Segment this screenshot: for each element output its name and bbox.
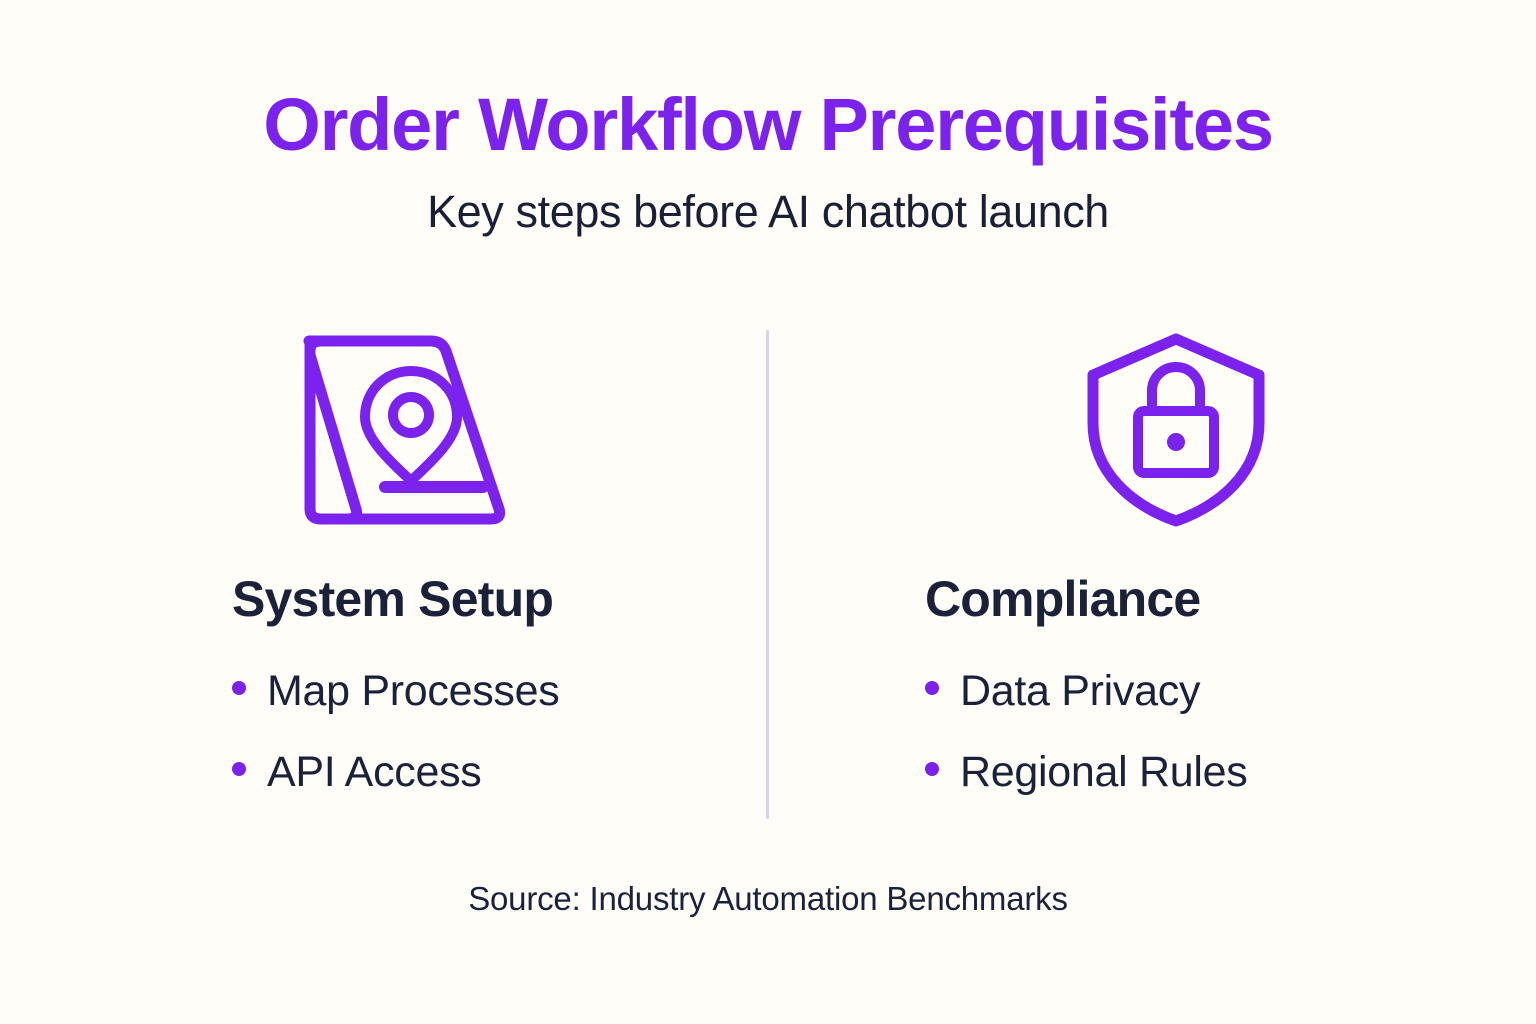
list-item: Map Processes (232, 667, 560, 715)
column-compliance: Compliance Data Privacy Regional Rules (768, 322, 1536, 794)
column-system-setup: System Setup Map Processes API Access (0, 322, 768, 794)
map-location-icon (303, 335, 505, 525)
column-divider (766, 330, 769, 819)
bullet-dot-icon (232, 762, 246, 776)
bullet-list: Data Privacy Regional Rules (925, 670, 1248, 796)
list-item-label: API Access (267, 748, 482, 796)
bullet-dot-icon (925, 762, 939, 776)
shield-lock-icon (1087, 333, 1265, 527)
source-attribution: Source: Industry Automation Benchmarks (468, 880, 1068, 917)
keyhole-dot-icon (1167, 433, 1185, 451)
list-item: Regional Rules (925, 748, 1248, 796)
column-heading: System Setup (232, 571, 554, 627)
list-item: API Access (232, 751, 559, 794)
shield-lock-icon-wrap (768, 322, 1536, 532)
page-subtitle: Key steps before AI chatbot launch (427, 186, 1109, 237)
header: Order Workflow Prerequisites Key steps b… (0, 83, 1536, 237)
list-item-label: Map Processes (267, 667, 560, 715)
list-item: Data Privacy (925, 670, 1247, 713)
footer: Source: Industry Automation Benchmarks (0, 880, 1536, 918)
list-item-label: Regional Rules (960, 748, 1248, 796)
column-heading: Compliance (925, 571, 1201, 627)
map-location-icon-wrap (0, 322, 768, 532)
bullet-list: Map Processes API Access (232, 667, 560, 794)
columns-container: System Setup Map Processes API Access (0, 322, 1536, 822)
bullet-dot-icon (925, 681, 939, 695)
list-item-label: Data Privacy (960, 667, 1201, 715)
bullet-dot-icon (232, 681, 246, 695)
page-title: Order Workflow Prerequisites (263, 83, 1274, 166)
